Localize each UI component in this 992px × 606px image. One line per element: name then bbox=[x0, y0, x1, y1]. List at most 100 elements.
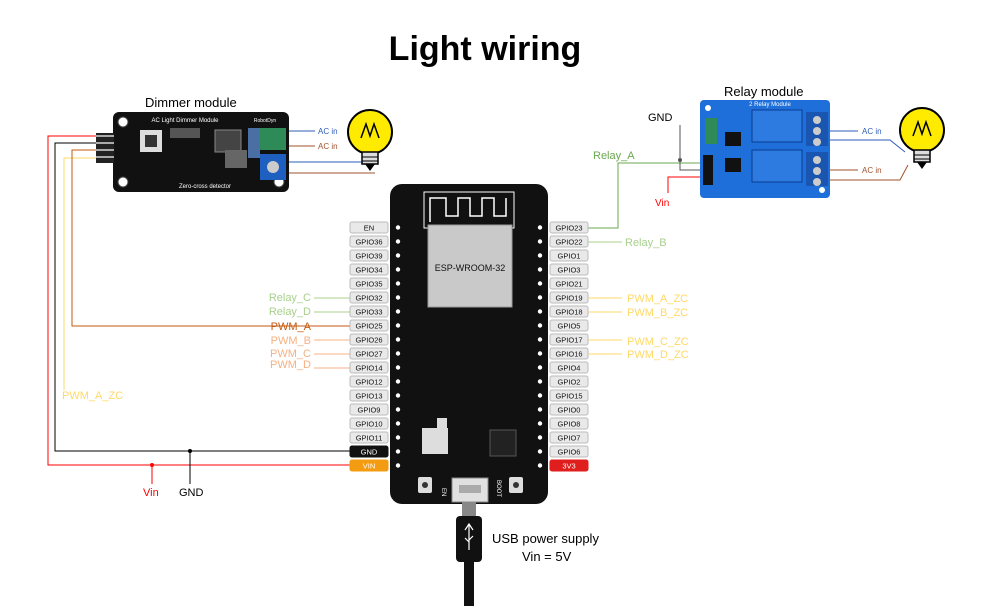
right-pin-label: GPIO4 bbox=[558, 364, 581, 373]
right-pin-hole bbox=[537, 463, 543, 468]
relay-bulb-blue-wire bbox=[830, 139, 906, 153]
left-pin-label: GPIO34 bbox=[355, 266, 382, 275]
dimmer-module-label: Dimmer module bbox=[145, 95, 237, 110]
vin-label: Vin bbox=[143, 487, 159, 499]
usb-cable-icon bbox=[456, 502, 482, 606]
relay-c-label: Relay_C bbox=[269, 292, 311, 304]
left-pin-box bbox=[349, 221, 389, 234]
dimmer-module: AC Light Dimmer Module RobotDyn Zero-cro… bbox=[96, 112, 289, 192]
left-pin-hole bbox=[395, 267, 401, 272]
relay-gnd-wire bbox=[679, 125, 705, 171]
vin-junction bbox=[150, 463, 154, 467]
right-pin-label: GPIO18 bbox=[555, 308, 582, 317]
left-pin-label: GPIO27 bbox=[355, 350, 382, 359]
esp-module-label: ESP-WROOM-32 bbox=[435, 263, 506, 273]
left-pin-box bbox=[349, 277, 389, 290]
relay-gnd-label: GND bbox=[648, 112, 673, 124]
right-pin-label: GPIO19 bbox=[555, 294, 582, 303]
right-pin-box bbox=[549, 417, 589, 430]
right-pin-label: GPIO5 bbox=[558, 322, 581, 331]
right-pin-box bbox=[549, 445, 589, 458]
left-pin-box bbox=[349, 361, 389, 374]
left-pin-hole bbox=[395, 323, 401, 328]
pwm-a-zc-left-label: PWM_A_ZC bbox=[62, 390, 123, 402]
left-pin-box bbox=[349, 389, 389, 402]
right-pin-box bbox=[549, 431, 589, 444]
pwm-a-zc-label: PWM_A_ZC bbox=[627, 293, 688, 305]
right-pin-box bbox=[549, 403, 589, 416]
right-pin-label: GPIO0 bbox=[558, 406, 581, 415]
left-pin-label: GPIO9 bbox=[358, 406, 381, 415]
right-pin-box bbox=[549, 277, 589, 290]
right-pin-label: GPIO1 bbox=[558, 252, 581, 261]
usb-label-line1: USB power supply bbox=[492, 531, 599, 546]
relay-module: 2 Relay Module bbox=[700, 100, 830, 198]
esp32-board: ESP-WROOM-32 EN BOOT bbox=[390, 184, 548, 504]
pwm-b-zc-label: PWM_B_ZC bbox=[627, 307, 688, 319]
pwm-d-zc-label: PWM_D_ZC bbox=[627, 349, 689, 361]
esp-boot-button-label: BOOT bbox=[495, 480, 501, 497]
pwm-d-label: PWM_D bbox=[270, 359, 311, 371]
left-pin-label: GPIO25 bbox=[355, 322, 382, 331]
right-pin-label: 3V3 bbox=[562, 462, 575, 471]
right-pin-box bbox=[549, 319, 589, 332]
left-pin-box bbox=[349, 319, 389, 332]
pwm-c-label: PWM_C bbox=[270, 348, 311, 360]
relay-d-label: Relay_D bbox=[269, 306, 311, 318]
left-pin-hole bbox=[395, 463, 401, 468]
pwm-a-label: PWM_A bbox=[271, 321, 312, 333]
left-pin-label: GPIO26 bbox=[355, 336, 382, 345]
pwm-b-label: PWM_B bbox=[271, 335, 311, 347]
right-pin-box bbox=[549, 235, 589, 248]
left-pin-label: GPIO14 bbox=[355, 364, 382, 373]
usb-label-line2: Vin = 5V bbox=[522, 549, 572, 564]
left-pin-hole bbox=[395, 225, 401, 230]
relay-board-text: 2 Relay Module bbox=[749, 102, 791, 108]
right-pin-hole bbox=[537, 239, 543, 244]
right-pin-hole bbox=[537, 351, 543, 356]
right-pin-box bbox=[549, 249, 589, 262]
left-pin-hole bbox=[395, 337, 401, 342]
relay-a-wire bbox=[588, 162, 705, 229]
esp32-left-pin-labels: ENGPIO36GPIO39GPIO34GPIO35GPIO32GPIO33GP… bbox=[349, 221, 401, 472]
relay-module-label: Relay module bbox=[724, 84, 804, 99]
left-pin-label: GPIO11 bbox=[356, 434, 383, 443]
left-pin-label: GPIO32 bbox=[355, 294, 382, 303]
right-pin-label: GPIO22 bbox=[555, 238, 582, 247]
right-pin-box bbox=[549, 305, 589, 318]
right-pin-hole bbox=[537, 267, 543, 272]
left-pin-box bbox=[349, 403, 389, 416]
right-pin-label: GPIO16 bbox=[555, 350, 582, 359]
left-pin-label: GPIO35 bbox=[355, 280, 382, 289]
relay-ac-in-2: AC in bbox=[862, 166, 882, 175]
left-pin-box bbox=[349, 235, 389, 248]
left-pin-box bbox=[349, 417, 389, 430]
bulb-icon bbox=[347, 109, 393, 171]
pwm-a-zc-wire bbox=[63, 157, 113, 390]
vin-wire bbox=[47, 135, 388, 466]
left-pin-label: GPIO36 bbox=[355, 238, 382, 247]
relay-ac-in-1: AC in bbox=[862, 127, 882, 136]
left-pin-box bbox=[349, 375, 389, 388]
left-pin-hole bbox=[395, 449, 401, 454]
left-pin-hole bbox=[395, 351, 401, 356]
left-pin-box bbox=[349, 291, 389, 304]
left-pin-box bbox=[349, 445, 389, 458]
right-pin-hole bbox=[537, 421, 543, 426]
left-pin-hole bbox=[395, 309, 401, 314]
left-pin-label: GPIO33 bbox=[355, 308, 382, 317]
right-pin-hole bbox=[537, 309, 543, 314]
right-pin-label: GPIO6 bbox=[558, 448, 581, 457]
gnd-junction bbox=[188, 449, 192, 453]
right-pin-box bbox=[549, 375, 589, 388]
dimmer-board-text: AC Light Dimmer Module bbox=[151, 118, 219, 124]
left-pin-hole bbox=[395, 239, 401, 244]
right-pin-hole bbox=[537, 379, 543, 384]
right-pin-box bbox=[549, 263, 589, 276]
right-pin-label: GPIO23 bbox=[555, 224, 582, 233]
right-pin-box bbox=[549, 221, 589, 234]
left-pin-box bbox=[349, 459, 389, 472]
right-pin-hole bbox=[537, 449, 543, 454]
relay-vin-label: Vin bbox=[655, 198, 669, 209]
